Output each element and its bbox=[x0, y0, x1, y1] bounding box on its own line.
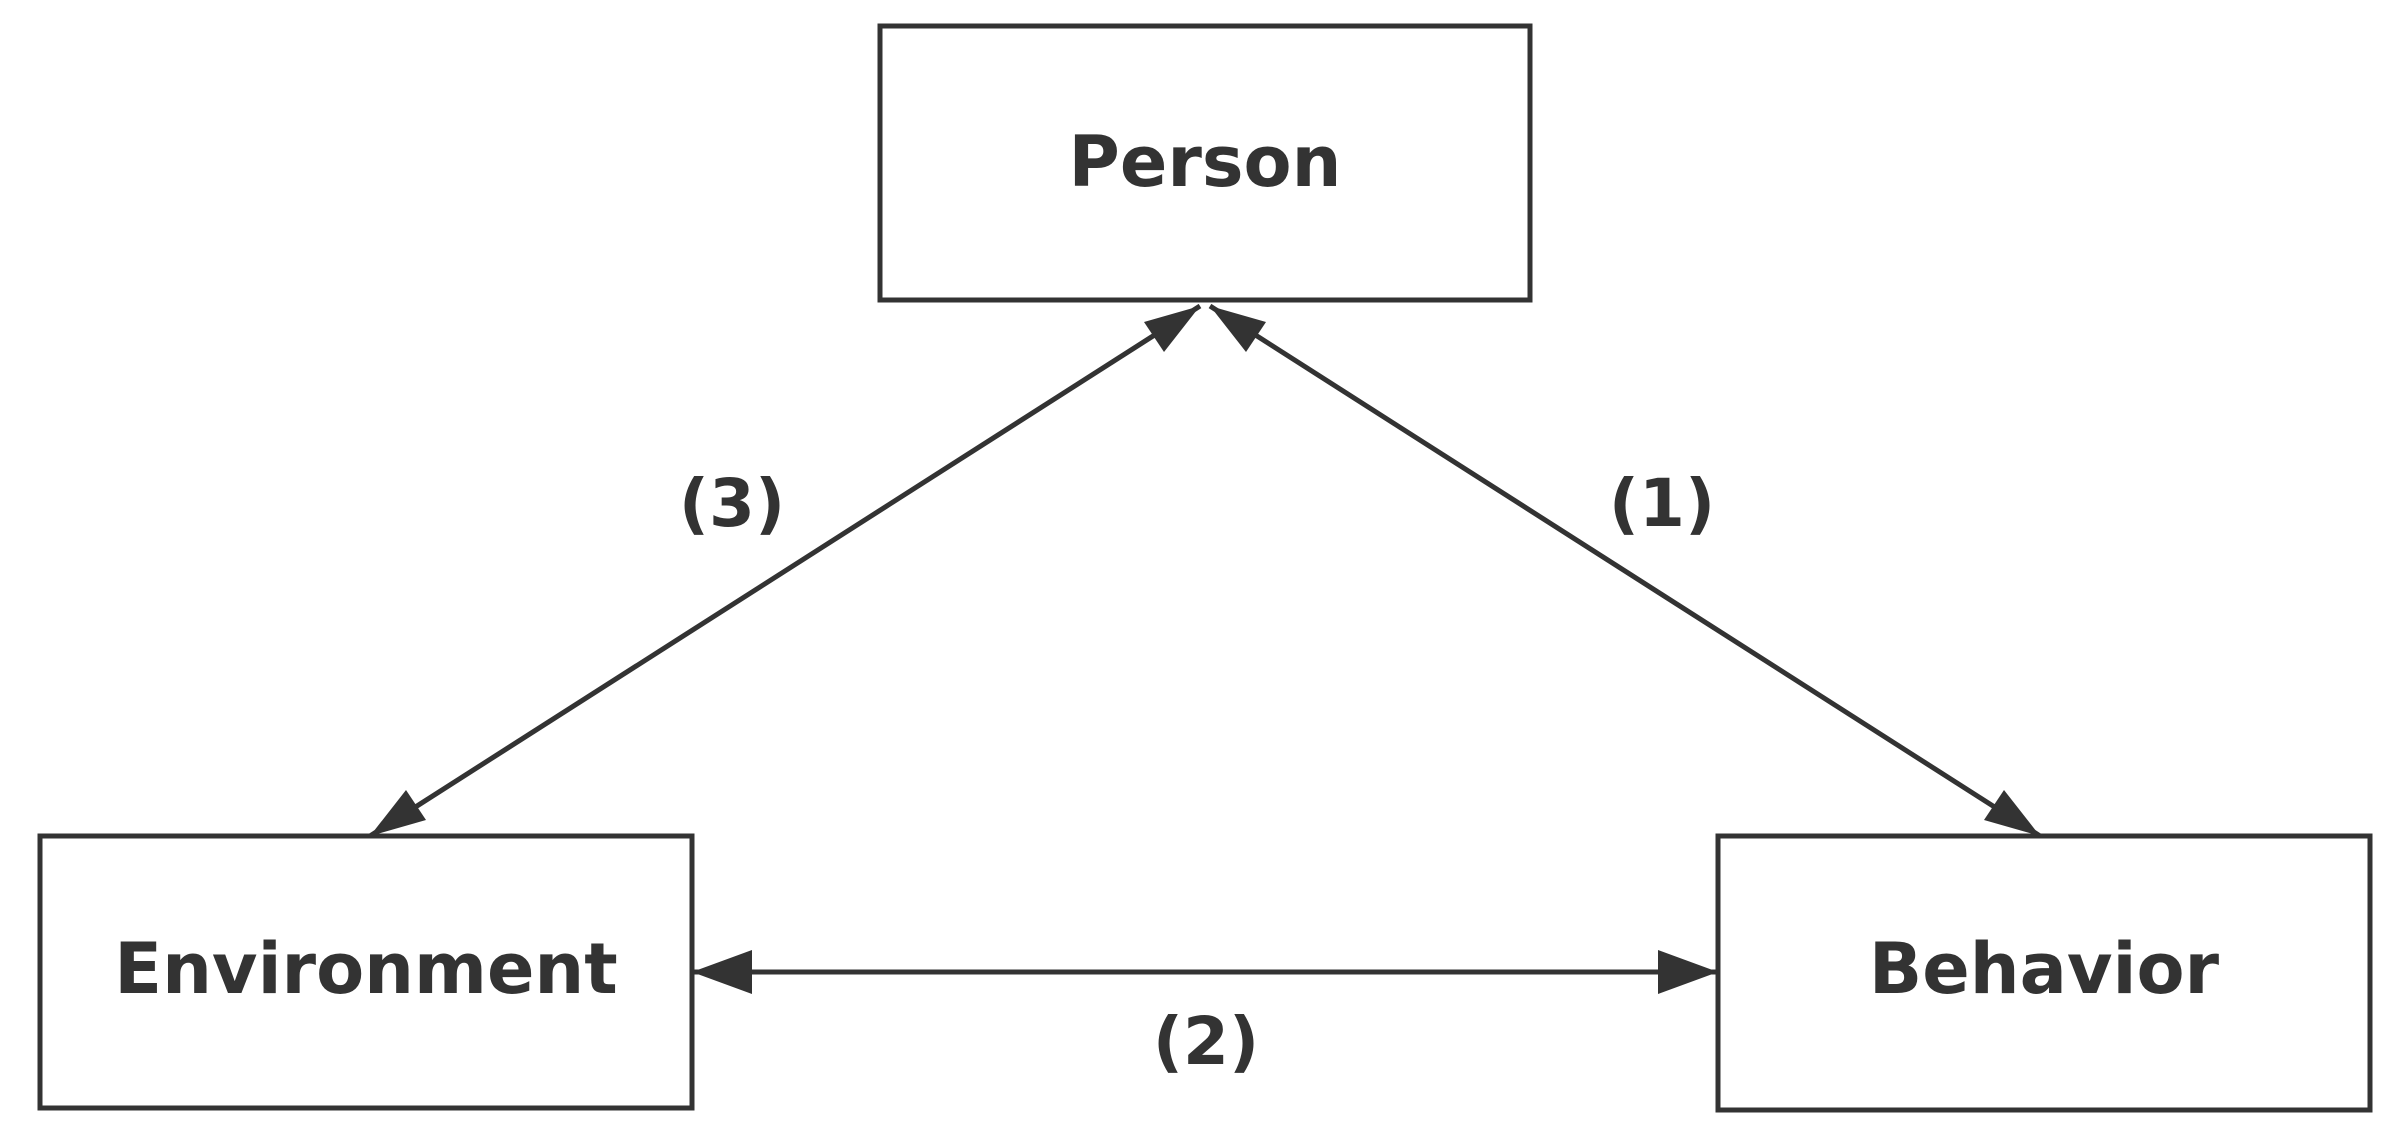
environment-label: Environment bbox=[114, 928, 617, 1010]
node-environment: Environment bbox=[37, 833, 695, 1111]
behavior-label: Behavior bbox=[1869, 928, 2220, 1010]
person-label: Person bbox=[1069, 121, 1342, 203]
arrowhead-behavior-left bbox=[1658, 950, 1718, 994]
environment-box bbox=[37, 833, 695, 1111]
behavior-box bbox=[1715, 833, 2373, 1113]
edge-person-behavior bbox=[1208, 303, 2042, 839]
arrowhead-person-right bbox=[1210, 306, 1266, 352]
edge-label-2: (2) bbox=[1153, 1003, 1259, 1080]
person-box bbox=[877, 23, 1533, 303]
node-behavior: Behavior bbox=[1715, 833, 2373, 1113]
arrowhead-person-left bbox=[1144, 306, 1200, 352]
node-person: Person bbox=[877, 23, 1533, 303]
edge-label-3: (3) bbox=[679, 465, 785, 542]
arrowhead-behavior-top bbox=[1984, 790, 2040, 836]
edge-person-environment bbox=[368, 303, 1202, 839]
edge-label-1: (1) bbox=[1609, 465, 1715, 542]
arrowhead-environment-right bbox=[692, 950, 752, 994]
arrowhead-environment-top bbox=[370, 790, 426, 836]
